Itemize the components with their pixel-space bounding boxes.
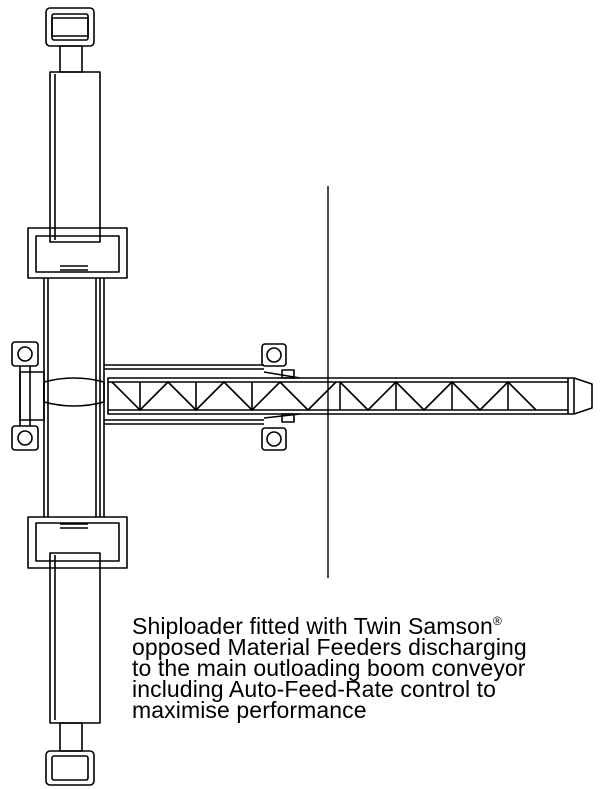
top-leg: [49, 71, 101, 243]
caption-line-3: to the main outloading boom conveyor: [132, 655, 526, 681]
registered-mark: ®: [492, 614, 502, 628]
main-beam: [27, 227, 128, 569]
boom-conveyor: [104, 364, 593, 425]
bottom-leg: [49, 552, 101, 752]
caption-line-2: opposed Material Feeders discharging: [132, 634, 527, 660]
caption: Shiploader fitted with Twin Samson® oppo…: [132, 613, 602, 723]
slew-wheels: [261, 343, 295, 451]
caption-line-5: maximise performance: [132, 697, 367, 723]
bottom-bogie: [45, 750, 95, 786]
caption-line-4: including Auto-Feed-Rate control to: [132, 676, 497, 702]
left-feeder-assembly: [11, 341, 45, 451]
top-bogie: [45, 7, 95, 73]
caption-line-1: Shiploader fitted with Twin Samson®: [132, 613, 502, 639]
